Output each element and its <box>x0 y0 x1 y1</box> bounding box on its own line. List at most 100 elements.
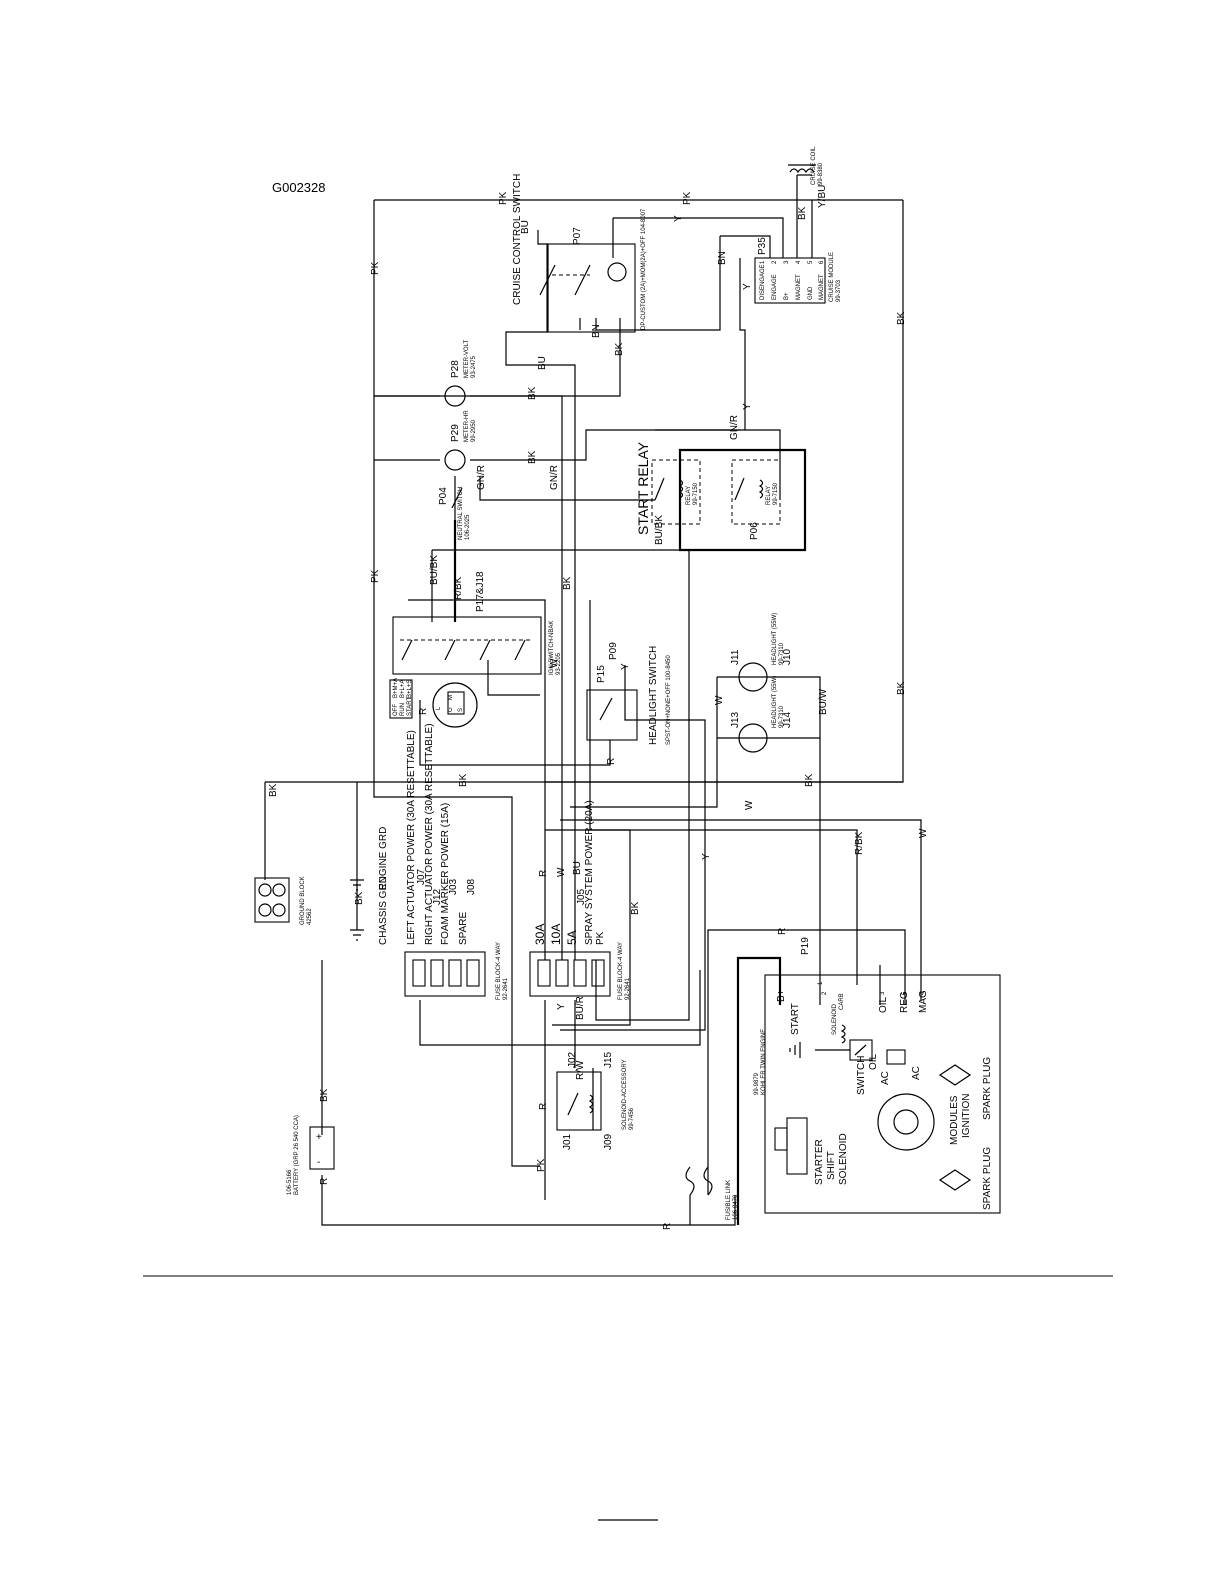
wire-network <box>264 174 922 1226</box>
cruise-module: P35 DISENGAGE ENGAGE B+ MAGNET GND MAGNE… <box>754 237 842 304</box>
ground-icon <box>789 1042 801 1058</box>
alternator-icon <box>877 1093 935 1151</box>
starter-icon <box>786 1117 808 1175</box>
cruise-switch-part: DP-CUSTOM (2A)+MOM(2A)+OFF 104-8007 <box>641 208 647 330</box>
voltmeter: P28 METER-VOLT 93-2475 <box>444 339 477 407</box>
wire-label-bk: BK <box>458 773 469 787</box>
ground-icon <box>350 929 364 941</box>
fuse-circuit-label: RIGHT ACTUATOR POWER (30A RESETTABLE) <box>424 723 435 945</box>
wire-label-rw: R/W <box>575 1060 586 1080</box>
solenoid-ref: J15 <box>603 1051 614 1068</box>
hourmeter-title: METER-HR <box>464 410 470 442</box>
headlight-switch-ref: P09 <box>608 642 619 660</box>
solenoid-part: 99-7456 <box>629 1107 635 1130</box>
wire-label-w: W <box>918 828 929 838</box>
cruise-pin-name: MAGNET <box>819 274 825 300</box>
voltmeter-ref: P28 <box>450 360 461 378</box>
ign-ref: P17&J18 <box>475 571 486 612</box>
starter-label: STARTER <box>814 1139 825 1185</box>
chassis-grd-label: CHASSIS GRD <box>378 876 389 945</box>
wire-label-r: R <box>319 1178 330 1185</box>
hourmeter-part: 99-2950 <box>471 419 477 442</box>
wire-label-y: Y <box>701 853 712 860</box>
engine-oil-label: OIL <box>868 1053 879 1070</box>
ign-title: IGN SWITCH-NBAK <box>549 621 555 675</box>
engine-switch-label: SWITCH <box>856 1056 867 1095</box>
wire-label-buw: BU/W <box>818 688 829 715</box>
wire-label-bubk: BU/BK <box>654 515 665 545</box>
ign-term: M <box>448 695 454 700</box>
wire-label-bk: BK <box>354 891 365 905</box>
fusible-link: FUSIBLE LINK 106-8470 <box>685 1166 739 1220</box>
headlight-ref: J13 <box>730 711 741 728</box>
headlight-switch: P15 P09 HEADLIGHT SWITCH SPST-ON+NONE+OF… <box>586 642 672 745</box>
cruise-pin-number: 1 <box>760 260 766 264</box>
ign-term: L <box>436 706 442 710</box>
wire-label-r: R <box>606 758 617 765</box>
wire-label-pk: PK <box>498 191 509 205</box>
headlight-title: HEADLIGHT (55W) <box>772 613 778 665</box>
wire-label-y: Y <box>742 403 753 410</box>
battery-minus: - <box>317 1157 320 1168</box>
start-relay: START RELAY RELAY 99-7150 RELAY 99-7150 … <box>635 441 781 540</box>
wire-label-pk: PK <box>370 569 381 583</box>
cruise-pin-number: 2 <box>772 260 778 264</box>
solenoid-coil-icon <box>588 1094 594 1114</box>
wire-label-gnr: GN/R <box>476 465 487 490</box>
wire-label-w: W <box>744 800 755 810</box>
wire-label-bu: BU <box>537 356 548 370</box>
voltmeter-icon <box>444 385 466 407</box>
wire-label-bk: BK <box>268 783 279 797</box>
ground-block: GROUND BLOCK 42562 CHASSIS GRD ENGINE GR… <box>254 827 389 945</box>
fuse-block-left: LEFT ACTUATOR POWER (30A RESETTABLE) RIG… <box>404 723 509 1000</box>
fuse-block-right: 30A 10A 5A SPRAY SYSTEM POWER (20A) J05 … <box>529 800 631 1000</box>
wire-label-pk: PK <box>595 931 606 945</box>
regulator-icon <box>886 1049 906 1065</box>
engine-ac-label: AC <box>880 1071 891 1085</box>
cruise-indicator-lamp-icon <box>607 262 627 282</box>
engine-pin: 3 <box>880 991 886 995</box>
wire-label-bk: BK <box>797 206 808 220</box>
voltmeter-part: 93-2475 <box>471 355 477 378</box>
hourmeter: P29 METER-HR 99-2950 <box>444 410 477 471</box>
ign-pos: OFF <box>393 704 399 716</box>
spark-plug-label: SPARK PLUG <box>982 1057 993 1120</box>
fusible-link-title: FUSIBLE LINK <box>726 1180 732 1220</box>
engine-pin: 4 <box>920 991 926 995</box>
engine-pin: 1 <box>818 981 824 985</box>
engine-term-label: REG <box>899 991 910 1013</box>
cruise-switch-ref: P07 <box>572 227 583 245</box>
fusible-link-icon <box>685 1166 713 1196</box>
cruise-pin-name: DISENGAGE <box>760 264 766 300</box>
headlight-switch-part: SPST-ON+NONE+OFF 100-8450 <box>666 655 672 745</box>
cruise-control-switch: CRUISE CONTROL SWITCH P07 DP-CUSTOM (2A)… <box>512 174 647 333</box>
relay-ref: P06 <box>749 522 760 540</box>
wire-label-w: W <box>714 695 725 705</box>
cruise-pin-name: GND <box>808 286 814 300</box>
wire-label-bk: BK <box>896 311 907 325</box>
fuse-ref: J05 <box>576 888 587 905</box>
fuse-ref: J08 <box>466 878 477 895</box>
wire-label-r: R <box>777 928 788 935</box>
fuse-block-title: FUSE BLOCK-4 WAY <box>496 942 502 1000</box>
ign-part: 93-2205 <box>556 652 562 675</box>
battery: + - BATTERY (GRP 26 540 CCA) 106-5166 <box>287 1115 335 1195</box>
spark-plug-icon <box>938 1064 972 1086</box>
cruise-coil-title: CRUISE COIL <box>811 146 817 185</box>
headlight-top: J11 J10 HEADLIGHT (55W) 99-7310 <box>730 613 793 692</box>
wire-label-bk: BK <box>804 773 815 787</box>
wire-label-pk: PK <box>536 1158 547 1172</box>
voltmeter-title: METER-VOLT <box>464 339 470 378</box>
engine-term-label: OIL <box>878 996 889 1013</box>
relay-coil-icon <box>678 479 684 499</box>
fuse-rating: 30A <box>533 924 547 945</box>
key-switch-icon <box>432 682 478 728</box>
solenoid-accessory: J02 J15 J01 J09 SOLENOID-ACCESSORY 99-74… <box>556 1051 635 1150</box>
starter-label: SHIFT <box>826 1151 837 1180</box>
wire-label-gnr: GN/R <box>729 415 740 440</box>
cruise-switch-title: CRUISE CONTROL SWITCH <box>512 174 523 305</box>
engine-term-label: MAG <box>918 990 929 1013</box>
wire-label-pk: PK <box>682 191 693 205</box>
spark-plug-label: SPARK PLUG <box>982 1147 993 1210</box>
wire-label-y: Y <box>742 283 753 290</box>
